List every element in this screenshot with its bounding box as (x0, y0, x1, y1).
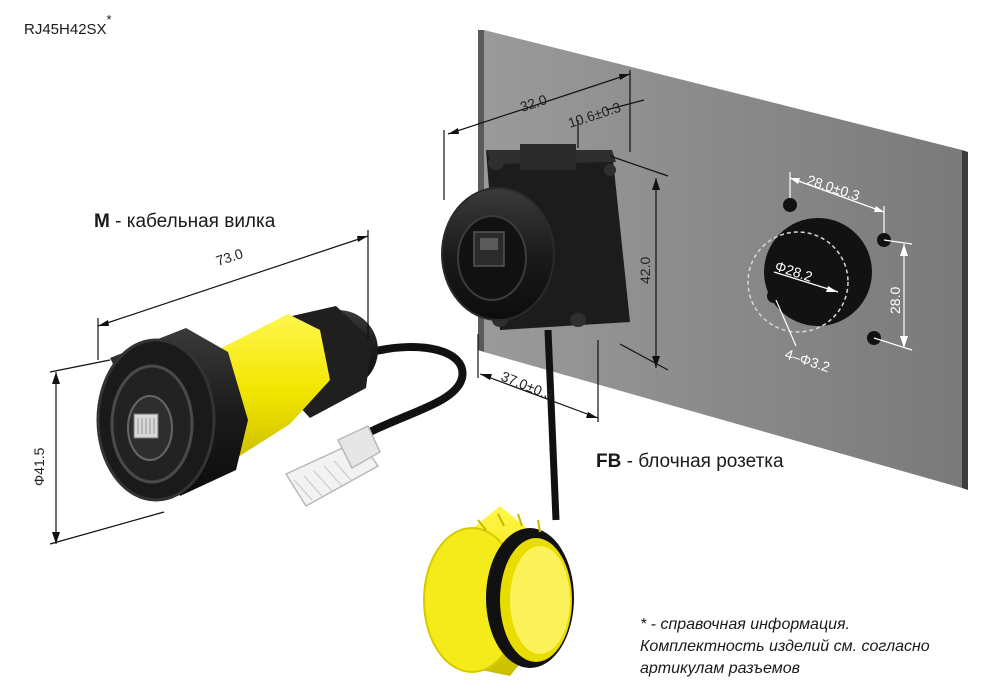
footnote-line-2: Комплектность изделий см. согласно (640, 638, 930, 655)
mount-hole (783, 198, 797, 212)
socket-label: FB - блочная розетка (596, 451, 784, 473)
cap-lanyard (544, 329, 560, 521)
dim-socket-height: 42.0 (637, 257, 653, 284)
cable (368, 343, 467, 436)
dim-hole-spacing-y: 28.0 (887, 287, 903, 314)
model-code: RJ45H42SX* (24, 12, 112, 38)
plug-text: - кабельная вилка (109, 211, 276, 232)
cable-plug (96, 306, 378, 502)
dim-plug-length: 73.0 (214, 245, 245, 269)
footnote-line-3: артикулам разъемов (640, 660, 800, 677)
socket-code: FB (596, 451, 622, 472)
dimension-arrows (52, 74, 660, 544)
dimension-lines (49, 70, 669, 545)
plug-label: M - кабельная вилка (94, 211, 275, 233)
footnote-line-1: * - справочная информация. (640, 616, 850, 633)
dim-plug-diameter: Φ41.5 (31, 447, 47, 486)
rj45-jack (284, 425, 381, 508)
plug-code: M (94, 211, 110, 232)
block-socket (441, 144, 630, 330)
mounting-panel (478, 30, 968, 490)
panel-arrows (790, 178, 908, 348)
socket-text: - блочная розетка (621, 451, 784, 472)
mount-hole (767, 289, 781, 303)
dust-cap (423, 506, 574, 676)
model-star: * (106, 12, 112, 27)
footnote: * - справочная информация. Комплектность… (640, 614, 930, 680)
model-code-text: RJ45H42SX (24, 21, 107, 38)
